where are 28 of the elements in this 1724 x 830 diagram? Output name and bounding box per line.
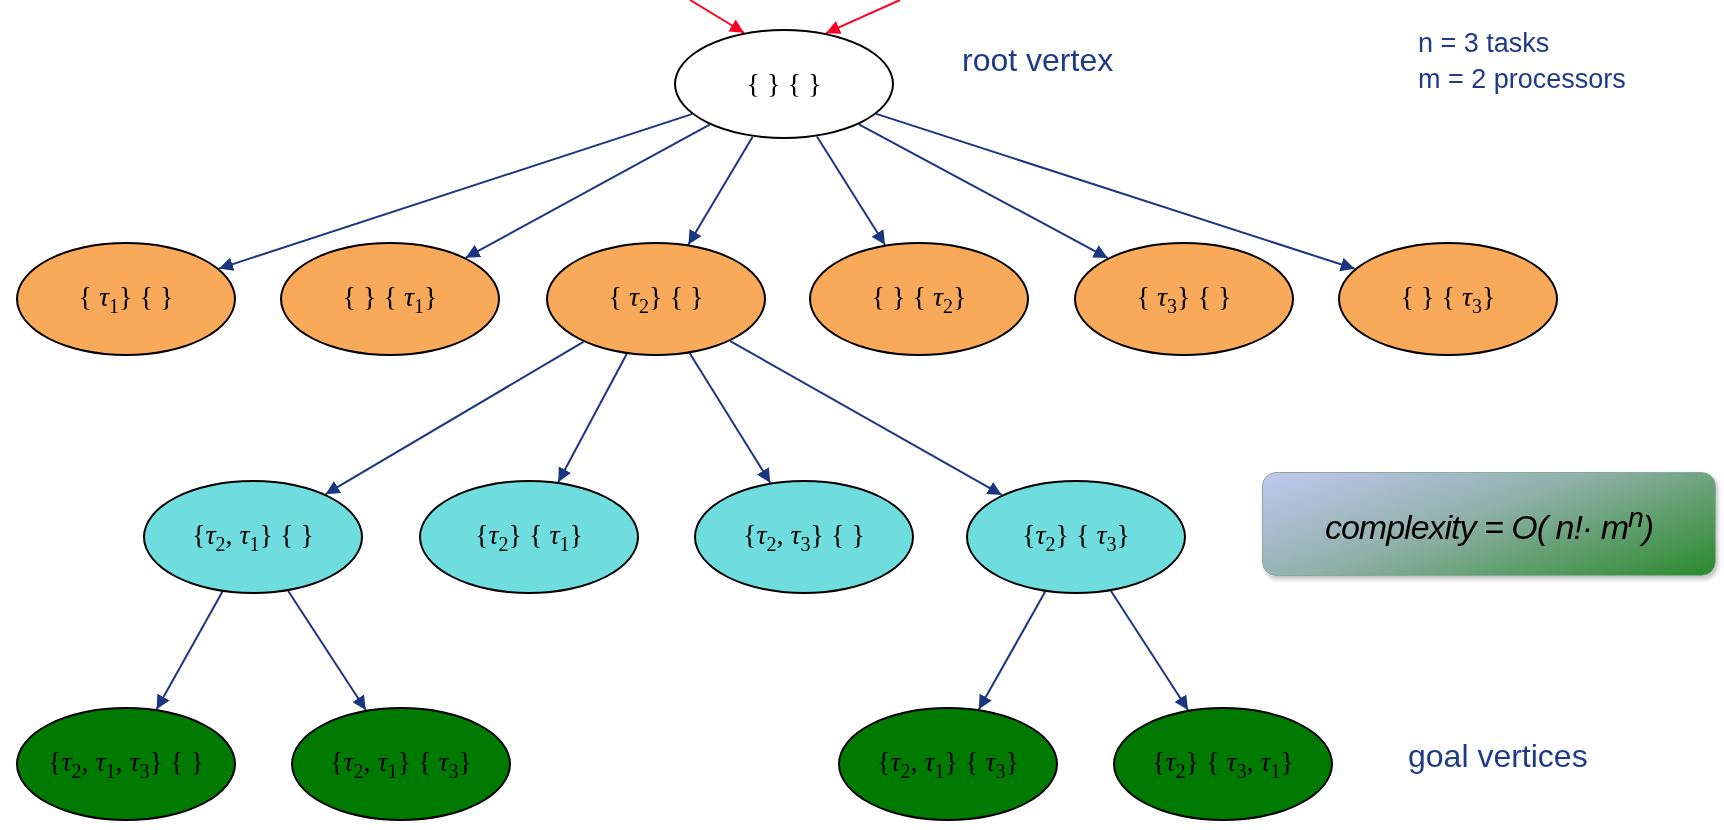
vertex-label: {τ$_{2}$, τ$_{3}$} { } [743, 518, 865, 556]
vertex-label: {τ$_{2}$} { τ$_{3}$} [1022, 518, 1130, 556]
vertex-label: {τ$_{2}$, τ$_{1}$} { } [192, 518, 314, 556]
arrow [875, 112, 1356, 272]
arrow [324, 340, 585, 496]
vertex-label: {τ$_{2}$} { τ$_{3}$, τ$_{1}$} [1152, 745, 1294, 783]
vertex-label: { τ$_{2}$} { } [608, 280, 704, 318]
formula-panel [1262, 472, 1716, 576]
vertex-label: { τ$_{3}$} { } [1136, 280, 1232, 318]
vertex-label: { } { } [746, 68, 822, 100]
vertex-caption: root vertex [962, 42, 1114, 79]
arrow [729, 340, 1003, 496]
vertex-label: { } { τ$_{1}$} [342, 280, 438, 318]
vertex-label: {τ$_{2}$, τ$_{1}$} { τ$_{3}$} [877, 745, 1019, 783]
parameter-text: n = 3 tasks [1418, 28, 1550, 59]
vertex-label: { } { τ$_{3}$} [1400, 280, 1496, 318]
vertex-label: {τ$_{2}$, τ$_{1}$} { τ$_{3}$} [330, 745, 472, 783]
vertex-label: {τ$_{2}$} { τ$_{1}$} [475, 518, 583, 556]
arrow [464, 123, 711, 259]
parameter-text: m = 2 processors [1418, 64, 1626, 95]
vertex-label: { } { τ$_{2}$} [871, 280, 967, 318]
arrow [825, 0, 901, 35]
arrow [218, 113, 693, 271]
vertex-label: { τ$_{1}$} { } [78, 280, 174, 318]
vertex-label: {τ$_{2}$, τ$_{1}$, τ$_{3}$} { } [48, 745, 204, 783]
annotation-text: goal vertices [1408, 738, 1588, 775]
complexity-formula: complexity = O( n!· m$^{n}$) [1324, 500, 1654, 548]
arrow [857, 123, 1109, 259]
